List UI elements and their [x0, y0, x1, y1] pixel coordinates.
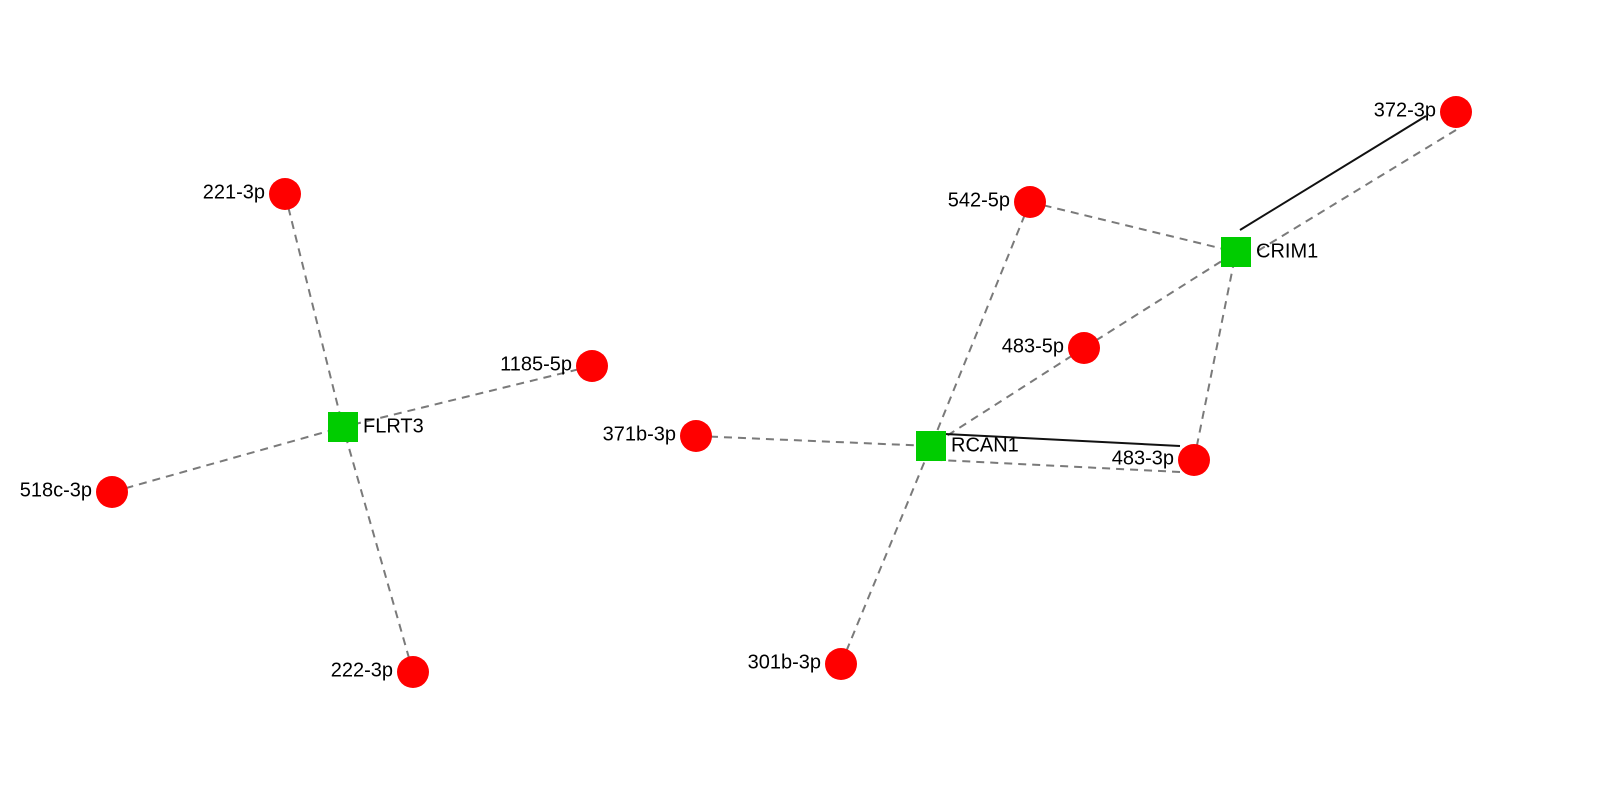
node-m222-3p[interactable]: 222-3p — [331, 656, 429, 688]
node-label-m301b-3p: 301b-3p — [748, 651, 821, 673]
node-label-m222-3p: 222-3p — [331, 659, 393, 681]
node-m372-3p[interactable]: 372-3p — [1374, 96, 1472, 128]
edge-m542-5p-crim1-dashed — [1029, 201, 1237, 253]
edge-m301b-3p-rcan1-dashed — [840, 445, 932, 665]
mirna-circle-m483-5p[interactable] — [1068, 332, 1100, 364]
node-label-m221-3p: 221-3p — [203, 181, 265, 203]
edge-m222-3p-flrt3-dashed — [342, 426, 414, 673]
node-label-crim1: CRIM1 — [1256, 240, 1318, 262]
edge-m221-3p-flrt3-dashed — [284, 193, 344, 428]
mirna-circle-m1185-5p[interactable] — [576, 350, 608, 382]
gene-square-crim1[interactable] — [1221, 237, 1251, 267]
edge-m372-3p-crim1-dashed — [1255, 129, 1457, 253]
mirna-circle-m518c-3p[interactable] — [96, 476, 128, 508]
mirna-circle-m372-3p[interactable] — [1440, 96, 1472, 128]
mirna-circle-m301b-3p[interactable] — [825, 648, 857, 680]
gene-square-rcan1[interactable] — [916, 431, 946, 461]
edge-m483-3p-rcan1-dashed — [938, 459, 1181, 473]
node-m518c-3p[interactable]: 518c-3p — [20, 476, 128, 508]
edge-m483-3p-rcan1-solid — [944, 433, 1181, 447]
node-label-m372-3p: 372-3p — [1374, 99, 1436, 121]
edge-m483-3p-crim1-dashed — [1193, 251, 1237, 461]
edge-m542-5p-rcan1-dashed — [930, 201, 1031, 447]
mirna-circle-m221-3p[interactable] — [269, 178, 301, 210]
gene-square-flrt3[interactable] — [328, 412, 358, 442]
mirna-circle-m483-3p[interactable] — [1178, 444, 1210, 476]
node-m1185-5p[interactable]: 1185-5p — [500, 350, 608, 382]
node-m371b-3p[interactable]: 371b-3p — [603, 420, 712, 452]
node-m542-5p[interactable]: 542-5p — [948, 186, 1046, 218]
node-rcan1[interactable]: RCAN1 — [916, 431, 1019, 461]
node-label-flrt3: FLRT3 — [363, 415, 424, 437]
node-m301b-3p[interactable]: 301b-3p — [748, 648, 857, 680]
edges-layer — [111, 115, 1457, 673]
mirna-circle-m222-3p[interactable] — [397, 656, 429, 688]
edge-m483-5p-rcan1-dashed — [930, 347, 1085, 447]
edge-m371b-3p-rcan1-dashed — [695, 435, 932, 447]
edge-m1185-5p-flrt3-dashed — [342, 365, 593, 428]
node-m483-3p[interactable]: 483-3p — [1112, 444, 1210, 476]
edge-m518c-3p-flrt3-dashed — [111, 426, 344, 493]
node-flrt3[interactable]: FLRT3 — [328, 412, 424, 442]
node-label-m518c-3p: 518c-3p — [20, 479, 92, 501]
node-label-rcan1: RCAN1 — [951, 434, 1019, 456]
node-m483-5p[interactable]: 483-5p — [1002, 332, 1100, 364]
mirna-circle-m371b-3p[interactable] — [680, 420, 712, 452]
node-label-m542-5p: 542-5p — [948, 189, 1010, 211]
node-label-m483-3p: 483-3p — [1112, 447, 1174, 469]
node-crim1[interactable]: CRIM1 — [1221, 237, 1318, 267]
node-label-m483-5p: 483-5p — [1002, 335, 1064, 357]
edge-m372-3p-crim1-solid — [1239, 115, 1427, 231]
node-label-m371b-3p: 371b-3p — [603, 423, 676, 445]
mirna-circle-m542-5p[interactable] — [1014, 186, 1046, 218]
node-m221-3p[interactable]: 221-3p — [203, 178, 301, 210]
node-label-m1185-5p: 1185-5p — [500, 353, 572, 375]
edge-m483-5p-crim1-dashed — [1083, 251, 1237, 349]
